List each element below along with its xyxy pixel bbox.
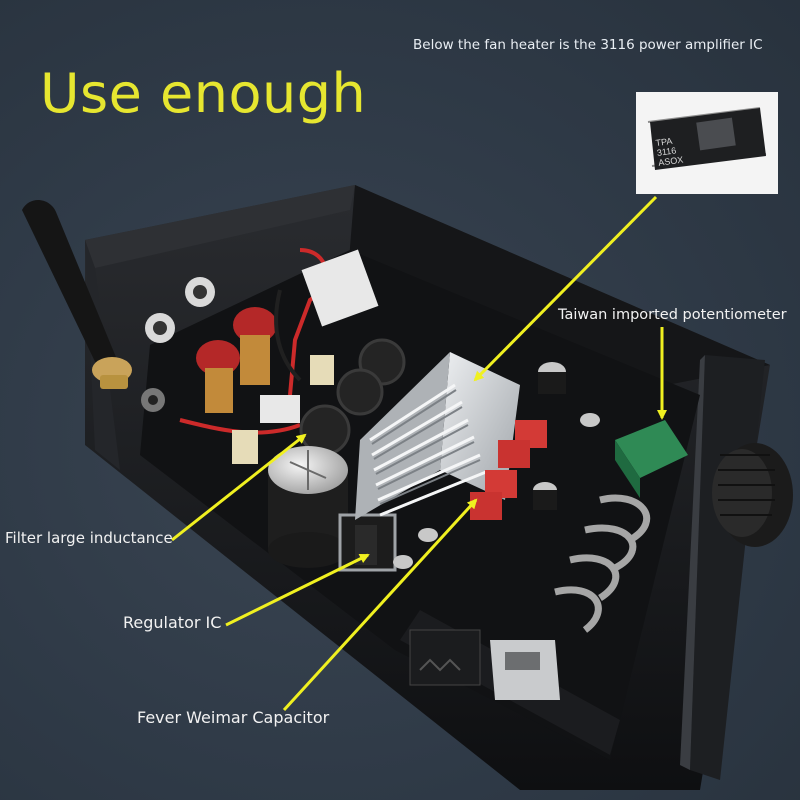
bluetooth-module (409, 629, 481, 686)
usb-port (490, 640, 560, 700)
inductors (299, 338, 406, 456)
rca-jacks (141, 277, 215, 412)
label-inductance: Filter large inductance (5, 529, 173, 547)
regulator-ic (338, 513, 397, 572)
antenna (22, 200, 132, 389)
potentiometer (615, 420, 793, 547)
film-capacitors (470, 420, 547, 520)
label-potentiometer: Taiwan imported potentiometer (558, 307, 787, 323)
small-capacitors (393, 362, 600, 569)
electrolytic-capacitor (268, 446, 348, 568)
connector-blocks (232, 249, 379, 464)
headline: Use enough (40, 62, 367, 125)
label-regulator: Regulator IC (123, 613, 222, 632)
binding-posts (179, 248, 328, 435)
chip-inset (636, 92, 778, 194)
jumper-wires (554, 494, 651, 633)
label-capacitor: Fever Weimar Capacitor (137, 708, 330, 727)
label-fan-heater: Below the fan heater is the 3116 power a… (413, 37, 763, 53)
annotation-arrows (171, 195, 667, 712)
